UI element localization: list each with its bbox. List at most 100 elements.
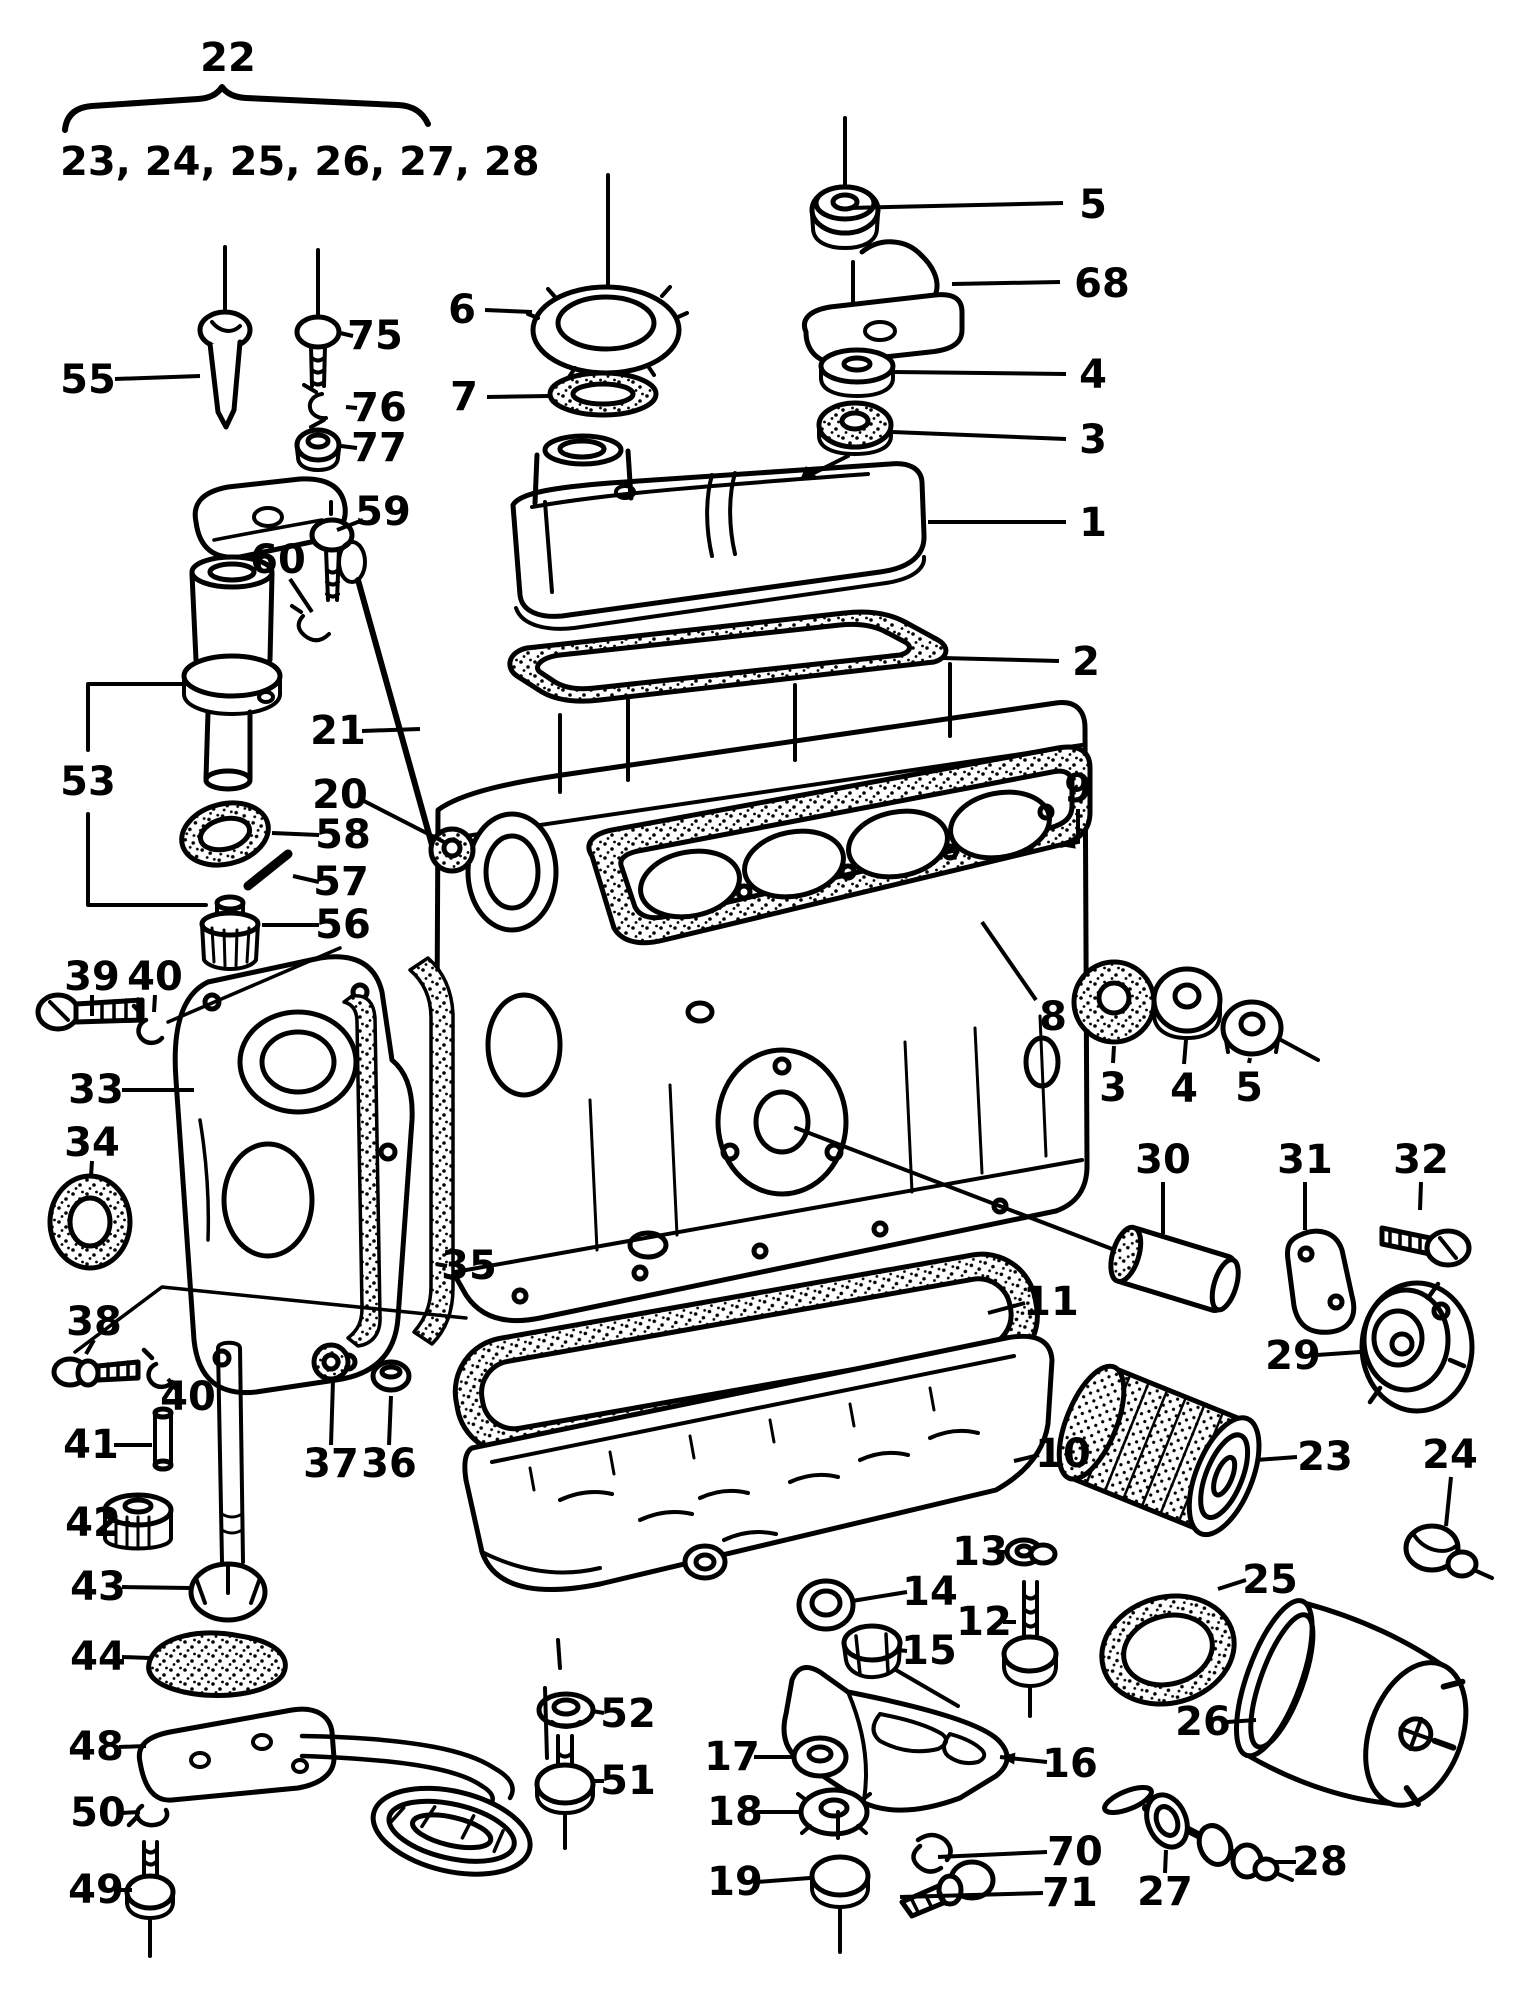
callout-44: 44 [70, 1634, 126, 1680]
callout-59: 59 [355, 489, 411, 535]
driveshaft-knob-43 [188, 1340, 268, 1623]
grommet-18 [796, 1787, 872, 1837]
callout-57: 57 [313, 859, 369, 905]
callout-58: 58 [315, 812, 371, 858]
leader-line-14 [851, 1590, 908, 1603]
callout-5: 5 [1079, 182, 1107, 228]
oil-pan [462, 1333, 1055, 1592]
callout-17: 17 [704, 1734, 760, 1780]
bolt-12 [1001, 1580, 1059, 1718]
bolt-19 [809, 1810, 871, 1954]
bolt-49 [124, 1840, 176, 1958]
callout-19: 19 [707, 1859, 763, 1905]
check-valve-24 [1403, 1523, 1494, 1580]
crank-pulley [1359, 1280, 1475, 1414]
callout-3: 3 [1079, 417, 1107, 463]
drive-gear [199, 894, 261, 971]
callout-32: 32 [1393, 1137, 1449, 1183]
leader-line-40 [152, 994, 157, 1013]
leader-line-2 [941, 656, 1060, 663]
leader-line-68 [951, 280, 1061, 286]
leader-line-52 [591, 1709, 605, 1715]
leader-line-15 [897, 1648, 908, 1653]
leader-line-32 [1418, 1181, 1423, 1211]
callout-34: 34 [64, 1120, 120, 1166]
leader-line-21 [361, 727, 421, 733]
callout-42: 42 [65, 1500, 121, 1546]
leader-line-26 [1226, 1718, 1257, 1724]
clip-40b [141, 1347, 175, 1390]
callout-71: 71 [1042, 1870, 1098, 1916]
callout-27: 27 [1137, 1869, 1193, 1915]
leader-line-40 [166, 1377, 178, 1391]
block-mount-stack [1071, 959, 1320, 1062]
callout-56: 56 [315, 902, 371, 948]
callout-38: 38 [66, 1299, 122, 1345]
leader-line-4 [1182, 1039, 1188, 1065]
leader-line-34 [89, 1160, 94, 1177]
callout-75: 75 [347, 313, 403, 359]
filler-cap-gasket [547, 370, 659, 418]
front-seal [47, 1173, 468, 1354]
leader-line-55 [114, 374, 201, 381]
callout-76: 76 [351, 385, 407, 431]
leader-line-58 [271, 831, 320, 837]
oil-pump-assembly [86, 245, 355, 907]
callout-6: 6 [448, 287, 476, 333]
bolt-51 [534, 1734, 596, 1850]
strainer-gauze-44 [146, 1630, 288, 1698]
oil-pickup [136, 1686, 549, 1877]
callout-30: 30 [1135, 1137, 1191, 1183]
oil-sender [1102, 1784, 1294, 1882]
callout-36: 36 [361, 1441, 417, 1487]
valve-cover-gasket [507, 609, 949, 704]
plug-36 [370, 1359, 412, 1393]
leader-line-38 [84, 1339, 96, 1355]
callout-48: 48 [68, 1724, 124, 1770]
leader-line-20 [363, 799, 445, 844]
oil-filter-housing [1233, 1598, 1469, 1808]
stud-38 [51, 1356, 141, 1388]
callout-18: 18 [707, 1789, 763, 1835]
dowel-pin-41 [152, 1406, 174, 1472]
callout-52: 52 [600, 1691, 656, 1737]
callout-23: 23 [1297, 1434, 1353, 1480]
filter-element [1056, 1363, 1262, 1538]
valve-cover [510, 433, 927, 631]
pump-gear-42 [102, 1492, 174, 1551]
callout-29: 29 [1265, 1333, 1321, 1379]
callout-4: 4 [1170, 1066, 1198, 1112]
leader-line-23 [1255, 1455, 1298, 1462]
drain-plug [841, 1623, 960, 1708]
callout-10: 10 [1035, 1431, 1091, 1477]
leader-line-59 [336, 518, 364, 532]
leader-line-7 [486, 394, 550, 399]
bolt-71 [899, 1859, 996, 1919]
callout-12: 12 [956, 1599, 1012, 1645]
leader-line-37 [329, 1379, 335, 1446]
callout-77: 77 [351, 425, 407, 471]
leader-line-70 [937, 1850, 1048, 1859]
leader-line-11 [987, 1301, 1026, 1315]
callout-21: 21 [310, 708, 366, 754]
callout-4: 4 [1079, 352, 1107, 398]
leader-line-36 [387, 1395, 393, 1446]
plate-31 [1285, 1228, 1357, 1335]
callout-39: 39 [64, 954, 120, 1000]
leader-line-60 [288, 577, 314, 614]
callout-35: 35 [441, 1243, 497, 1289]
callout-23-24-25-26-27-28: 23, 24, 25, 26, 27, 28 [60, 139, 540, 185]
leader-line-3 [1111, 1045, 1116, 1064]
callout-49: 49 [68, 1867, 124, 1913]
bolt-32 [1379, 1225, 1472, 1268]
drain-washer [796, 1578, 856, 1632]
callout-2: 2 [1072, 639, 1100, 685]
callout-68: 68 [1074, 261, 1130, 307]
callout-8: 8 [1039, 994, 1067, 1040]
leader-line-75 [339, 331, 354, 338]
leader-line-44 [121, 1655, 151, 1660]
leader-line-77 [340, 444, 358, 450]
